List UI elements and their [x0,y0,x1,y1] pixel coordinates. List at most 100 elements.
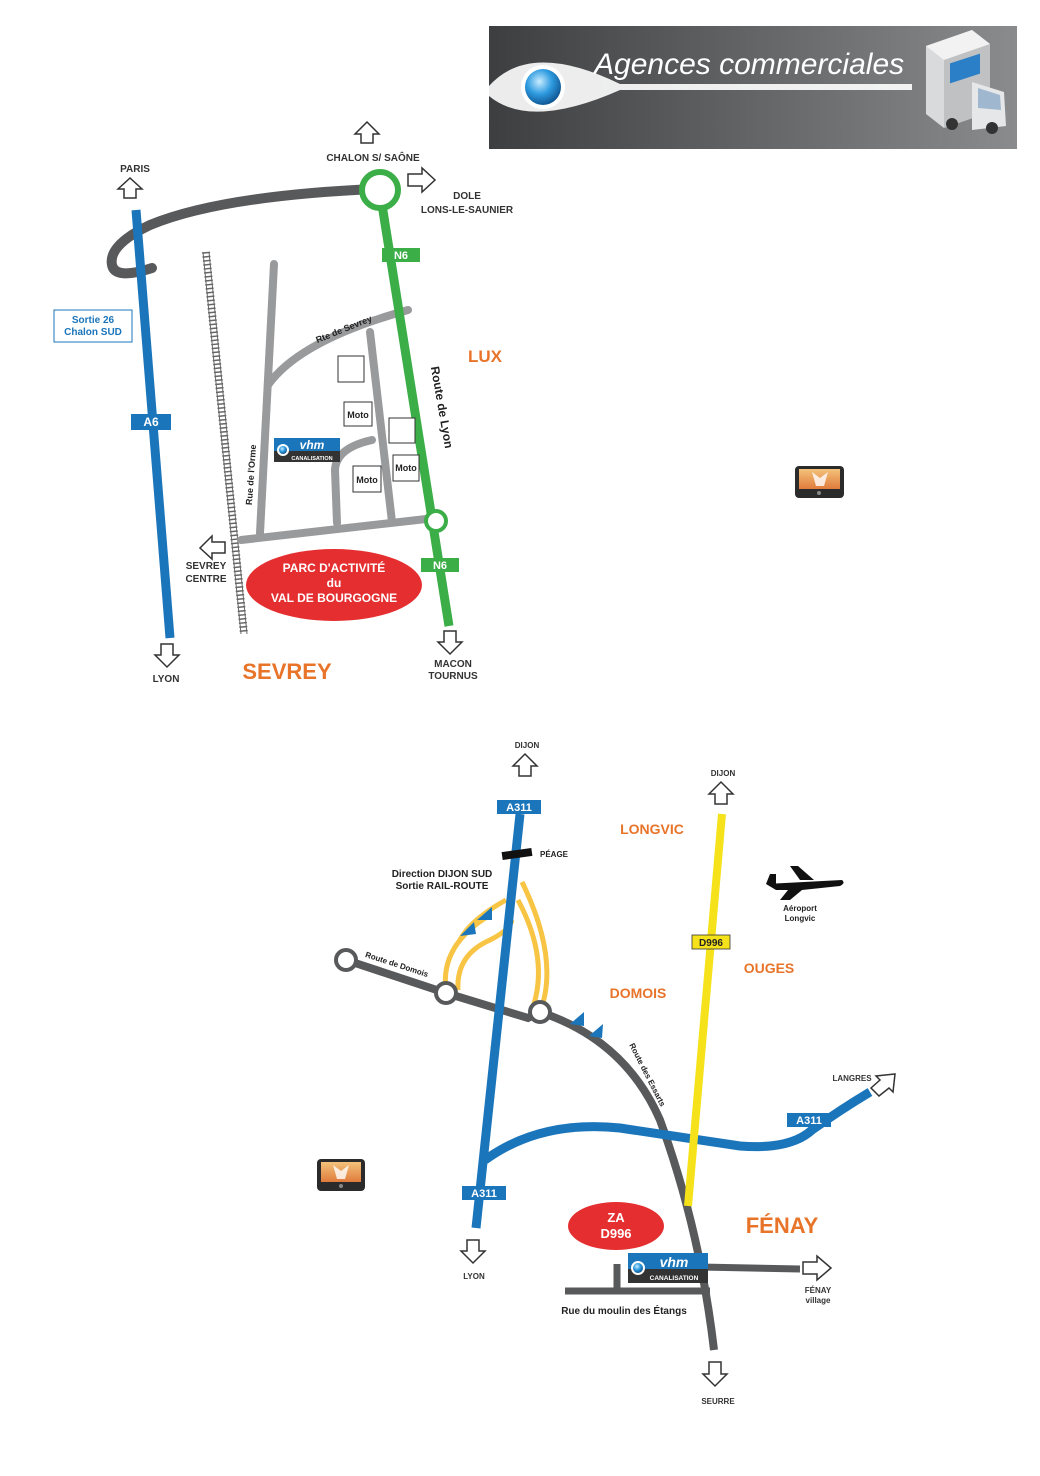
interchange-loops [442,880,550,1013]
gps-device-icon-2 [317,1159,365,1191]
arrow-up-dijon-left-icon [511,752,539,777]
fenay-label: FÉNAY [746,1213,819,1238]
route-lyon-label: Route de Lyon [428,365,456,449]
dijon-label-left: DIJON [515,741,540,750]
rte-sevrey-label: Rte de Sevrey [314,313,373,345]
railway-track [202,251,248,635]
fenay-village-line1: FÉNAY [805,1286,832,1295]
a311-label-top: A311 [506,802,532,814]
vhm-tag-2: CANALISATION [650,1275,699,1282]
motorway-a311 [471,813,525,1229]
map-fenay: A311 A311 A311 D996 DIJON DIJON PÉAGE Di… [334,741,896,1406]
d996-shield [691,934,731,950]
longvic-label: LONGVIC [620,821,684,837]
n6-shield-top [382,248,420,262]
tournus-label: TOURNUS [428,671,478,682]
airplane-icon [766,866,844,900]
sortie-line1: Sortie 26 [72,315,115,326]
rue-orme-label: Rue de l'Orme [244,444,258,505]
lyon-label-1: LYON [153,674,180,685]
fenay-village-line2: village [806,1296,831,1305]
moto-label-3: Moto [356,475,378,485]
fenay-village-road [699,1263,801,1273]
a6-shield [131,414,171,430]
a311-label-mid: A311 [471,1188,497,1200]
local-roads [106,184,439,544]
peage-marker [501,847,533,861]
roundabout-north [359,169,401,211]
moto-label-1: Moto [347,410,369,420]
arrow-up-paris-icon [116,176,144,199]
arrow-down-seurre-icon [701,1361,729,1388]
arrow-left-sevrey-icon [198,534,226,561]
roundabout-south [424,509,448,533]
sortie-line2: Chalon SUD [64,327,122,338]
parc-line2: du [327,576,342,590]
ouges-label: OUGES [744,960,795,976]
arrow-down-macon-icon [436,630,464,656]
langres-label: LANGRES [832,1074,872,1083]
aeroport-line2: Longvic [785,914,816,923]
arrow-down-lyon2-icon [459,1239,487,1265]
arrows-map2 [459,752,896,1388]
truck-icon [926,30,1006,134]
a6-label: A6 [143,415,159,429]
vhm-logo-fenay: vhm CANALISATION [628,1253,708,1283]
vhm-tag-1: CANALISATION [291,456,332,462]
arrow-right-fenay-icon [802,1254,833,1282]
aeroport-line1: Aéroport [783,904,817,913]
sevrey-label: SEVREY [242,659,332,684]
a311-shield-mid [462,1186,506,1200]
rue-moulin-label: Rue du moulin des Étangs [561,1304,687,1317]
a311-label-right: A311 [796,1115,822,1127]
chalon-label: CHALON S/ SAÔNE [326,151,420,164]
seurre-label: SEURRE [701,1397,735,1406]
road-n6 [375,191,454,627]
arrow-up-dijon-right-icon [707,780,735,805]
a311-shield-right [787,1113,831,1127]
za-line1: ZA [607,1210,625,1225]
direction-line1: Direction DIJON SUD [392,869,493,880]
arrow-down-lyon-icon [153,643,181,669]
n6-label-bottom: N6 [433,560,447,572]
arrows-map1 [116,120,464,669]
sortie-box [53,309,133,343]
roundabout-domois-east [528,1000,552,1024]
za-line2: D996 [600,1226,631,1241]
d996-label: D996 [699,938,723,949]
roundabout-domois-west [334,948,358,972]
parc-line1: PARC D'ACTIVITÉ [283,560,386,575]
vhm-logo-sevrey: vhm CANALISATION [274,438,340,462]
header-banner: Agences commerciales [489,26,1017,149]
flow-arrows [460,907,603,1038]
parc-activite-marker [246,549,422,621]
road-d996 [684,813,726,1207]
vhm-brand-1: vhm [300,438,325,452]
domois-label: DOMOIS [610,985,667,1001]
buildings [337,355,420,493]
map-sevrey: A6 N6 N6 Moto Moto Moto vhm CANALISATION [53,120,514,685]
lux-label: LUX [468,347,503,366]
sevrey-centre-label-1: SEVREY [186,561,227,572]
banner-title: Agences commerciales [592,48,904,81]
n6-label-top: N6 [394,250,408,262]
arrow-langres-icon [869,1073,896,1098]
arrow-right-dole-icon [407,166,437,194]
flow-arrow-icon [460,922,476,936]
paris-label: PARIS [120,164,150,175]
macon-label: MACON [434,659,472,670]
n6-shield-bottom [421,558,459,572]
moto-label-2: Moto [395,463,417,473]
dijon-label-right: DIJON [711,769,736,778]
direction-line2: Sortie RAIL-ROUTE [396,881,489,892]
parc-line3: VAL DE BOURGOGNE [271,591,397,605]
vhm-brand-2: vhm [660,1254,689,1270]
peage-label: PÉAGE [540,850,569,859]
lyon-label-2: LYON [463,1272,485,1281]
za-marker [568,1202,664,1250]
arrow-up-chalon-icon [353,120,381,144]
sevrey-centre-label-2: CENTRE [185,574,226,585]
a311-shield-top [497,800,541,814]
dole-label: DOLE [453,191,481,202]
